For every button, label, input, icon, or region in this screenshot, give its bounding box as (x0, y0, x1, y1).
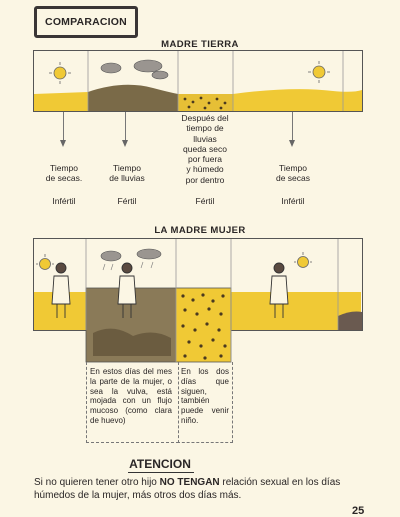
tierra-panel (33, 50, 363, 112)
note-left-box (86, 362, 179, 443)
woman-figure-icon (269, 262, 289, 318)
rain-cloud-icon (100, 59, 169, 80)
sun-icon (49, 62, 71, 84)
note-right: En los dos días que siguen, también pued… (181, 367, 229, 425)
madre-tierra-heading: MADRE TIERRA (161, 39, 239, 50)
note-right-box (177, 362, 233, 443)
atencion-title: ATENCION (129, 457, 191, 471)
state-infertil-1: Infértil (52, 196, 76, 206)
state-fertil-2: Fértil (195, 196, 215, 206)
woman-figure-icon (117, 262, 137, 318)
state-fertil-1: Fértil (117, 196, 137, 206)
sun-icon (294, 252, 312, 268)
rain-cloud-icon (100, 248, 162, 262)
sun-icon (308, 61, 330, 83)
mujer-panel (33, 238, 363, 363)
page-number: 25 (352, 505, 365, 517)
state-infertil-2: Infértil (281, 196, 305, 206)
note-left: En estos días del mes la parte de la muj… (90, 367, 172, 425)
atencion-text: Si no quieren tener otro hijo NO TENGAN … (34, 477, 341, 501)
woman-figure-icon (51, 262, 71, 318)
madre-mujer-heading: LA MADRE MUJER (154, 225, 246, 236)
section-title: COMPARACION (34, 6, 138, 38)
sun-icon (36, 254, 54, 270)
